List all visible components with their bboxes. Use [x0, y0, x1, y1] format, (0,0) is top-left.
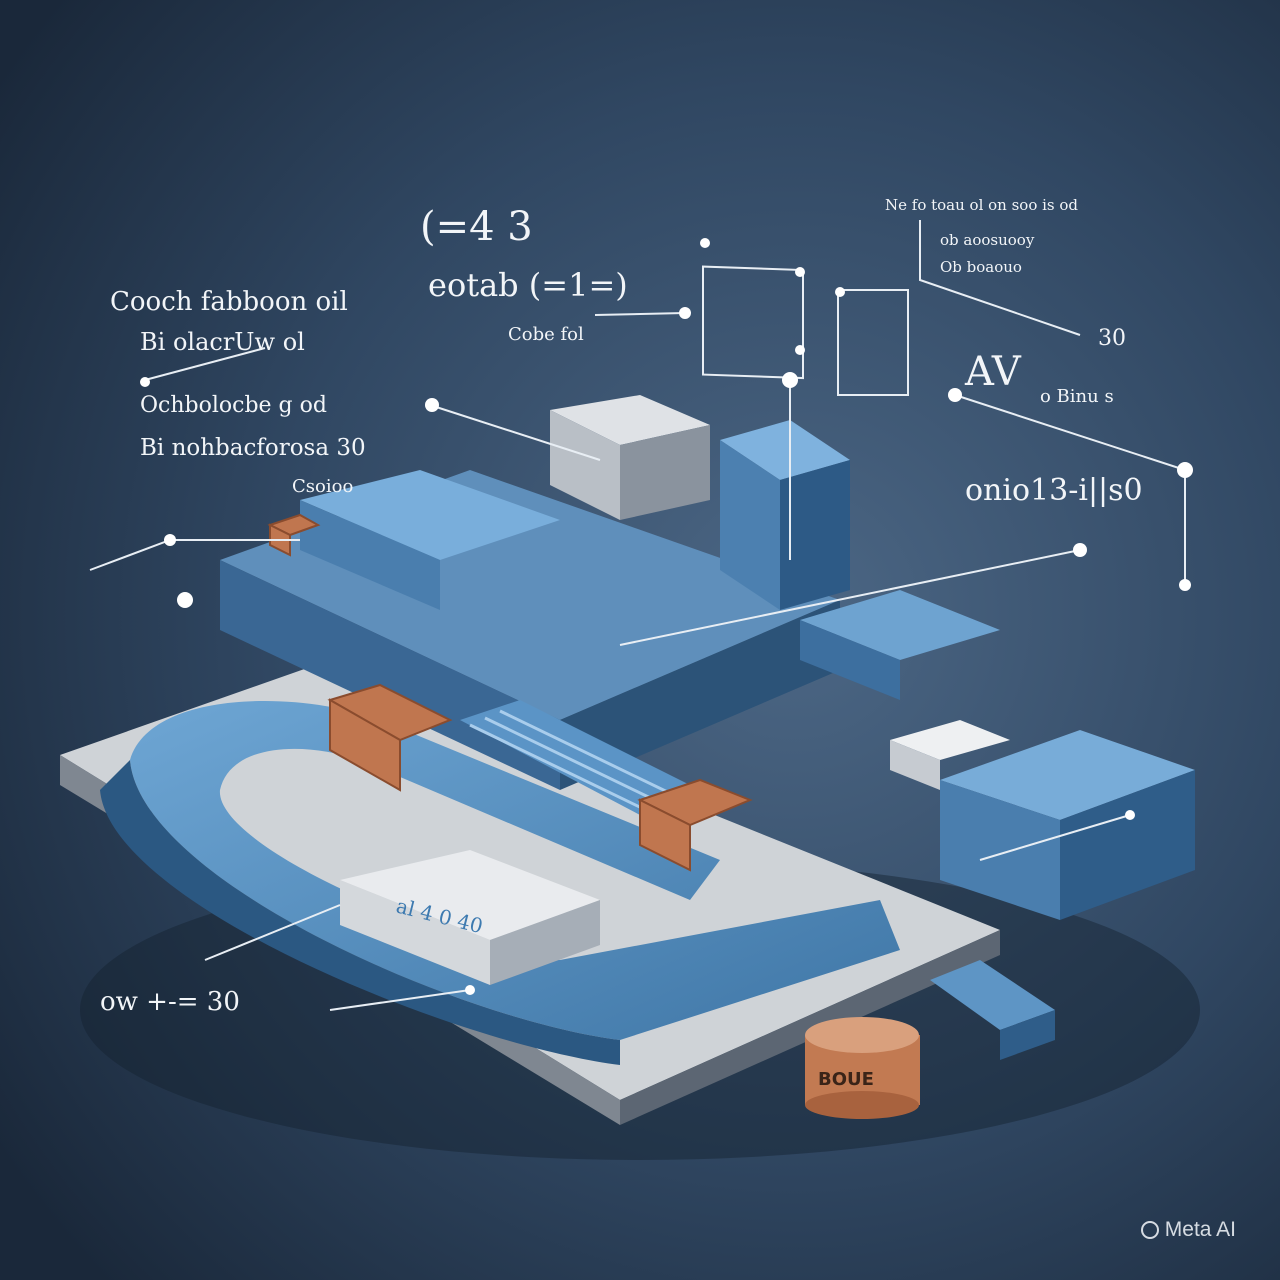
annotation-text: (=4 3 eotab (=1=) Cooch fabboon oil Bi o… — [100, 196, 1143, 1017]
machine-blocks — [220, 395, 1195, 920]
copper-coils — [267, 513, 753, 872]
label-bottom-left: ow +-= 30 — [100, 987, 240, 1017]
label-av-sub: o Binu s — [1040, 386, 1114, 407]
blue-track — [100, 700, 900, 1065]
label-top-right-3: Ob boaouo — [940, 258, 1022, 276]
cylinder-label: BOUE — [818, 1069, 874, 1090]
meta-ai-watermark: Meta AI — [1140, 1218, 1236, 1242]
label-top-right-1: Ne fo toau ol on soo is od — [885, 196, 1078, 214]
label-top-right-2: ob aoosuooy — [940, 231, 1035, 249]
label-30: 30 — [1098, 326, 1126, 351]
label-left-5: Csoioo — [292, 476, 353, 497]
label-left-3: Ochbolocbe g od — [140, 393, 327, 418]
formula-mid: eotab (=1=) — [428, 266, 628, 304]
label-left-2: Bi olacrUw ol — [140, 328, 305, 356]
meta-ai-logo-icon — [1140, 1221, 1159, 1239]
connector-tab — [930, 960, 1055, 1060]
formula-top: (=4 3 — [420, 204, 533, 250]
label-left-1: Cooch fabboon oil — [110, 287, 348, 317]
label-av: AV — [964, 349, 1022, 395]
annotation-nodes — [140, 238, 1193, 995]
watermark-text: Meta AI — [1164, 1218, 1236, 1241]
annotation-lines — [89, 220, 1186, 1011]
label-center: Cobe fol — [508, 324, 584, 345]
copper-cylinder: BOUE — [805, 1017, 920, 1119]
label-slab: al 4 0 40 — [340, 850, 600, 985]
label-equation: onio13-i||s0 — [965, 473, 1143, 508]
label-left-4: Bi nohbacforosa 30 — [140, 435, 366, 461]
